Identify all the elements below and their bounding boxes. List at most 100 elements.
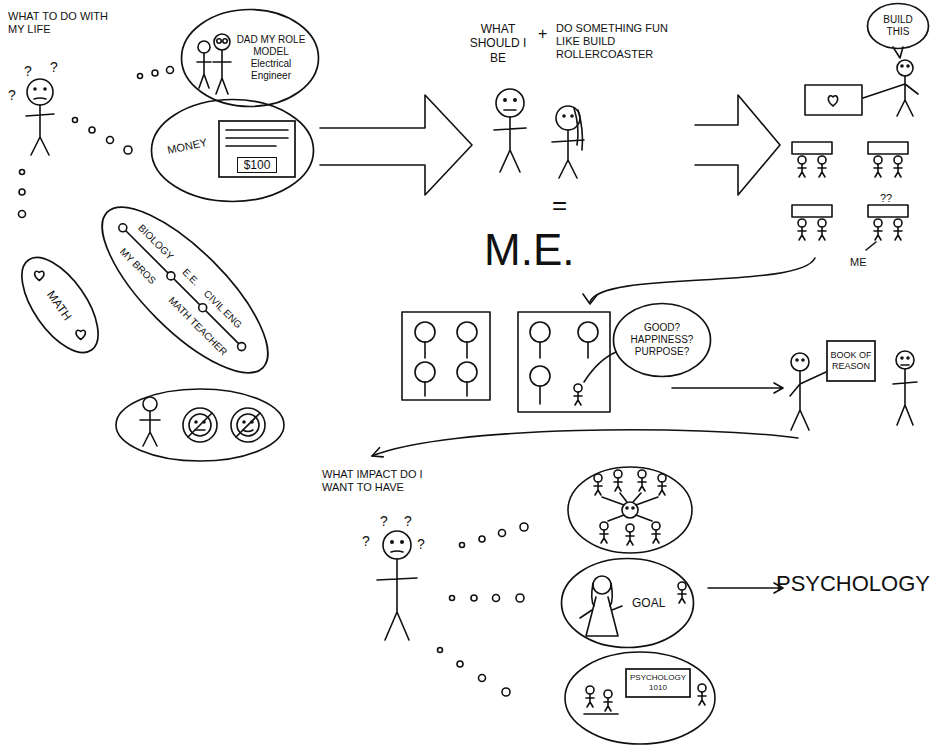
middle-figures	[552, 130, 584, 178]
reason-scene	[901, 364, 909, 366]
tree-boxes	[457, 322, 477, 342]
builder-scene	[828, 96, 837, 106]
reason-scene	[791, 353, 809, 371]
thought-dots	[479, 536, 485, 542]
crowd-bubble	[632, 507, 634, 509]
thought-dots	[124, 146, 132, 154]
tree-boxes	[415, 362, 435, 382]
crossed-out-bubble	[195, 421, 197, 423]
reason-scene	[672, 351, 917, 430]
reason-scene	[907, 357, 909, 359]
builder-scene	[907, 65, 909, 67]
outline-rect	[626, 669, 690, 697]
crowd-bubble	[602, 493, 658, 521]
node-text: MATH	[44, 288, 75, 323]
book: BOOK OF REASON	[826, 340, 876, 382]
node-text: $100	[237, 157, 278, 173]
builder-scene	[868, 205, 908, 240]
crossed-out-bubble	[140, 411, 160, 446]
thought-dots	[89, 127, 95, 133]
thought-dots	[460, 543, 465, 548]
speech-bubble: GOOD? HAPPINESS? PURPOSE?	[612, 302, 712, 378]
impact-figure	[391, 551, 403, 552]
crowd-bubble	[638, 470, 646, 491]
node-text: Electrical Engineer	[236, 58, 306, 82]
thought-dots	[152, 70, 158, 76]
label-box: M.E.	[484, 228, 574, 272]
thought-bubble: MATH	[10, 255, 110, 355]
outline-ellipse	[152, 100, 314, 202]
thought-bubble: MONEY$100	[150, 98, 315, 203]
tree-boxes	[415, 322, 435, 342]
class-bubble	[584, 713, 618, 715]
thought-dots	[138, 74, 143, 79]
outline-rect	[219, 121, 295, 177]
crossed-out-bubble	[188, 413, 212, 437]
node-text: GOAL	[632, 596, 665, 610]
crossed-out-bubble	[189, 414, 211, 436]
node-body: DAD MY ROLE MODELElectrical Engineer	[180, 8, 320, 108]
thought-dots	[73, 118, 78, 123]
thought-dots	[502, 688, 510, 696]
big-arrow	[695, 95, 780, 195]
brothers-chain	[238, 343, 246, 351]
tree-boxes	[530, 322, 550, 342]
question-mark: ?	[404, 513, 412, 530]
crowd-bubble	[652, 522, 660, 543]
me-label: ME	[850, 256, 867, 269]
node-body: GOAL	[560, 557, 695, 649]
builder-scene	[863, 76, 918, 116]
tree-boxes	[578, 322, 598, 342]
node-text: BOOK OF REASON	[829, 350, 873, 372]
thought-bubble: GOAL	[560, 557, 695, 649]
node-text: GOOD? HAPPINESS? PURPOSE?	[627, 322, 697, 358]
crowd-bubble	[594, 474, 602, 495]
thought-dots	[499, 530, 506, 537]
builder-scene	[792, 142, 832, 177]
crowd-bubble	[626, 507, 628, 509]
impact-figure	[377, 531, 417, 640]
question-note: WHAT SHOULD I BE	[468, 22, 528, 65]
crowd-bubble	[568, 467, 783, 593]
thinker-figure	[34, 88, 36, 90]
label-box: DO SOMETHING FUN LIKE BUILD ROLLERCOASTE…	[556, 22, 681, 62]
crowd-bubble	[614, 470, 622, 491]
thought-dots	[438, 648, 443, 653]
crowd-bubble	[568, 467, 692, 553]
tree-boxes	[530, 366, 550, 386]
label-box: =	[552, 190, 567, 221]
tree-boxes	[466, 342, 468, 358]
middle-figures	[563, 115, 565, 117]
label-box: PSYCHOLOGY	[776, 572, 930, 596]
tree-boxes	[574, 384, 582, 405]
outline-ellipse	[182, 10, 319, 107]
heart-symbol	[76, 330, 85, 339]
outline-ellipse	[7, 245, 113, 365]
node-text: DAD MY ROLE MODEL	[236, 34, 306, 58]
middle-figures	[494, 89, 584, 178]
outline	[560, 557, 695, 649]
goal-figures	[678, 582, 686, 603]
middle-figures	[514, 99, 516, 101]
class-bubble	[604, 690, 612, 711]
builder-scene	[792, 47, 918, 250]
builder-scene	[901, 65, 903, 67]
question-mark: ?	[380, 513, 388, 530]
tree-boxes	[466, 382, 468, 396]
tree-boxes	[424, 342, 426, 358]
thought-dots	[19, 67, 529, 697]
tree-boxes	[424, 382, 426, 396]
impact-figure	[383, 531, 411, 559]
outline-ellipse	[79, 184, 291, 396]
tree-boxes	[587, 342, 589, 358]
goal-figures	[580, 606, 622, 618]
speech-bubble: BUILD THIS	[866, 2, 930, 50]
heart-symbol	[35, 271, 86, 339]
dad-and-me-figures	[213, 50, 231, 94]
thinker-figure	[27, 79, 53, 105]
goal-figures	[580, 576, 686, 636]
crowd-bubble	[600, 522, 608, 543]
tree-boxes	[584, 352, 616, 382]
middle-figures	[504, 99, 506, 101]
